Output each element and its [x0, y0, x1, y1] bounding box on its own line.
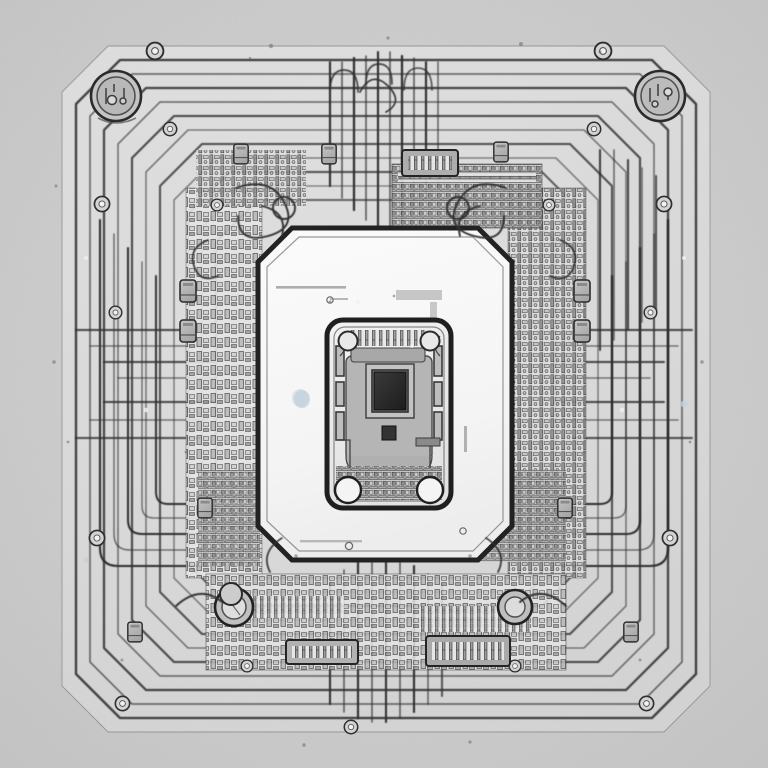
trace-bundle-left: [75, 218, 217, 568]
round-module-top-right: [633, 69, 687, 123]
central-processor-module: [324, 317, 454, 511]
electrolytic-capacitor-right: [496, 588, 534, 626]
accent-speckle-blue: [83, 390, 688, 563]
cpu-internal-layout: [335, 330, 443, 500]
electrolytic-capacitor-center: [219, 582, 243, 606]
trace-bundle-right: [551, 149, 693, 568]
discrete-components: [127, 141, 639, 667]
cpu-mount-holes: [333, 330, 445, 505]
round-module-top-left: [89, 69, 143, 124]
speckle-highlight: [84, 256, 686, 413]
speckle-noise: [52, 36, 704, 747]
curved-trace-flourishes: [175, 78, 577, 607]
